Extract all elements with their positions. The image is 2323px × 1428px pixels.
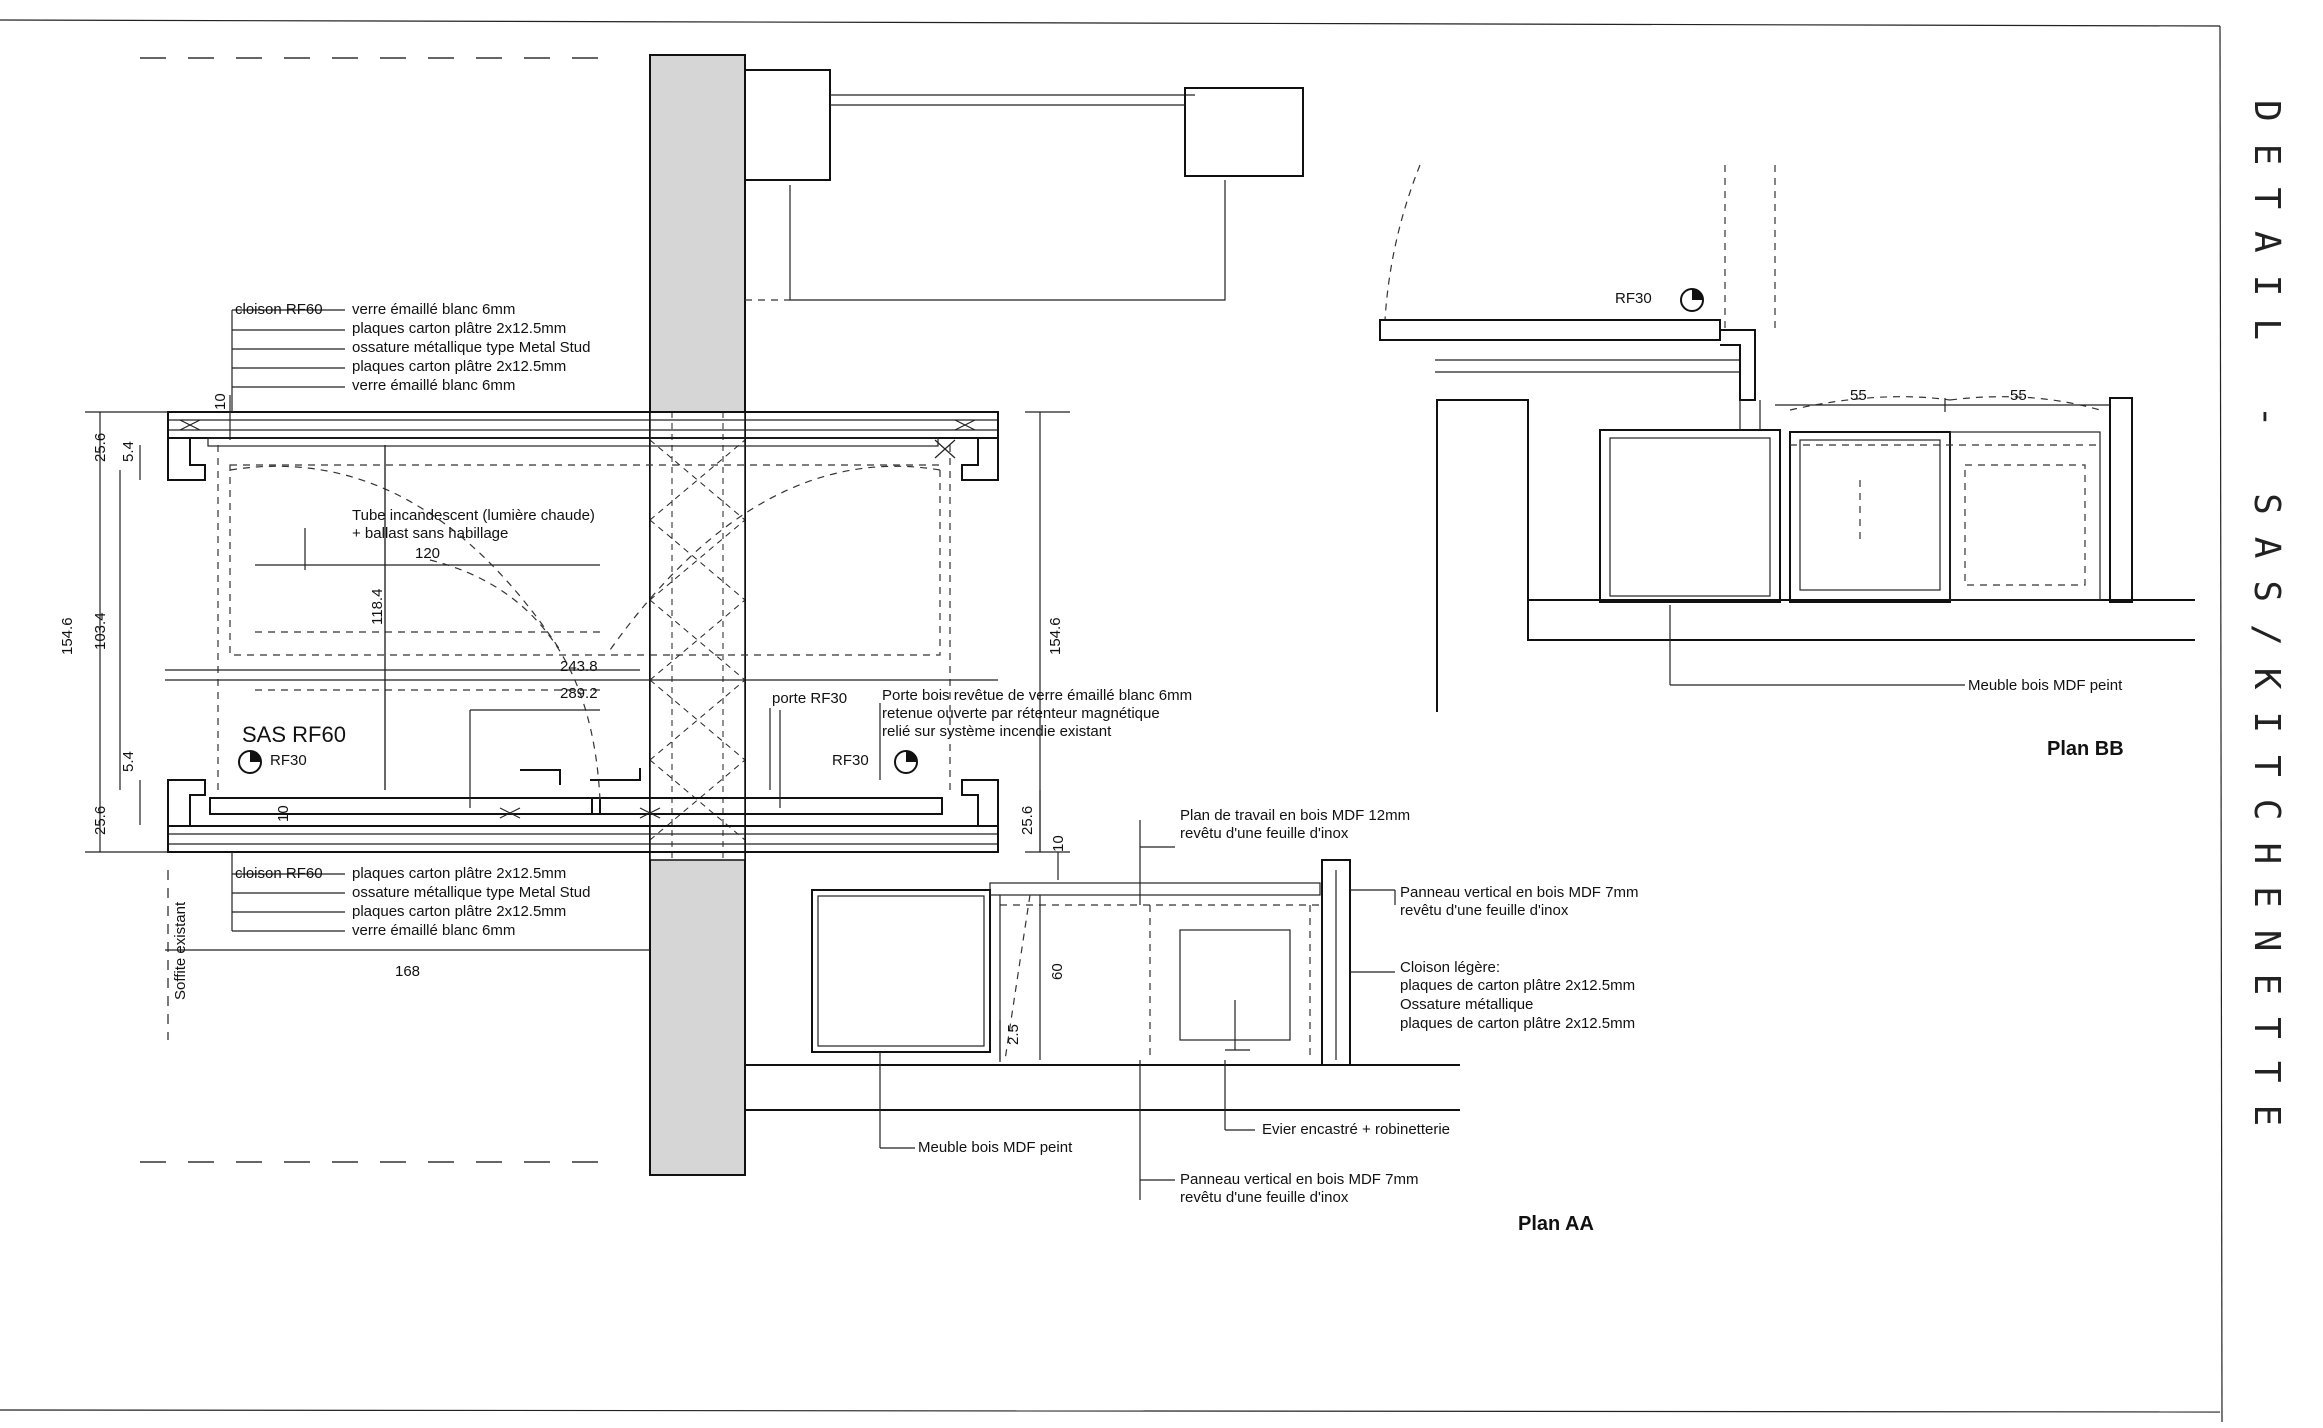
- dim-25-6-bottom: 25.6: [92, 806, 109, 835]
- rf30-symbol-left: RF30: [238, 750, 307, 774]
- top-wall-layer-1: verre émaillé blanc 6mm: [352, 301, 515, 318]
- panneau-bottom-2: revêtu d'une feuille d'inox: [1180, 1189, 1349, 1206]
- dim-10-right: 10: [1050, 835, 1067, 852]
- rf30-right-label: RF30: [832, 752, 869, 769]
- rf30-bb-label: RF30: [1615, 290, 1652, 307]
- panneau-top-1: Panneau vertical en bois MDF 7mm: [1400, 884, 1638, 901]
- bottom-wall-leaders: [231, 852, 345, 932]
- tube-note-2: + ballast sans habillage: [352, 525, 508, 542]
- bottom-wall-layer-4: verre émaillé blanc 6mm: [352, 922, 515, 939]
- dim-55-right: 55: [2010, 387, 2027, 404]
- meuble-aa-label: Meuble bois MDF peint: [918, 1139, 1073, 1156]
- evier-label: Evier encastré + robinetterie: [1262, 1121, 1450, 1138]
- top-wall-label: cloison RF60: [235, 301, 323, 318]
- plan-bb: RF30 55 55 Meuble bois MDF peint Plan BB: [1379, 164, 2195, 760]
- rf30-left-label: RF30: [270, 752, 307, 769]
- dim-5-4-top: 5.4: [120, 441, 137, 462]
- top-wall-layer-2: plaques carton plâtre 2x12.5mm: [352, 320, 566, 337]
- dim-55-left: 55: [1850, 387, 1867, 404]
- sheet-border: [0, 19, 2223, 1423]
- dim-5-4-bottom: 5.4: [120, 751, 137, 772]
- dim-168: 168: [395, 963, 420, 980]
- dim-10-top: 10: [212, 393, 229, 410]
- dim-2-5: 2.5: [1005, 1024, 1022, 1045]
- top-wall-leaders: [231, 309, 345, 412]
- dim-60: 60: [1049, 963, 1066, 980]
- sheet-title-text: DETAIL - SAS/KITCHENETTE: [2246, 100, 2287, 1148]
- sas-bottom-wall: [167, 768, 999, 853]
- plan-travail-1: Plan de travail en bois MDF 12mm: [1180, 807, 1410, 824]
- tube-note-1: Tube incandescent (lumière chaude): [352, 507, 595, 524]
- bottom-wall-label: cloison RF60: [235, 865, 323, 882]
- porte-label: porte RF30: [772, 690, 847, 707]
- soffite-label: Soffite existant: [172, 901, 189, 1000]
- dim-289-2: 289.2: [560, 685, 598, 702]
- wall-hatching: [649, 412, 746, 860]
- sas-top-wall: [167, 411, 999, 481]
- porte-note-2: retenue ouverte par rétenteur magnétique: [882, 705, 1160, 722]
- sheet-title: DETAIL - SAS/KITCHENETTE: [2246, 100, 2287, 1148]
- dim-120: 120: [415, 545, 440, 562]
- plan-travail-2: revêtu d'une feuille d'inox: [1180, 825, 1349, 842]
- sas-room-label: SAS RF60: [242, 722, 346, 747]
- panneau-bottom-1: Panneau vertical en bois MDF 7mm: [1180, 1171, 1418, 1188]
- top-wall-layer-3: ossature métallique type Metal Stud: [352, 339, 590, 356]
- dim-25-6-top: 25.6: [92, 433, 109, 462]
- cloison-legere-1: Cloison légère:: [1400, 959, 1500, 976]
- plan-aa-title: Plan AA: [1518, 1213, 1594, 1235]
- dim-243-8: 243.8: [560, 658, 598, 675]
- cloison-legere-3: Ossature métallique: [1400, 996, 1533, 1013]
- porte-note-3: relié sur système incendie existant: [882, 723, 1112, 740]
- dim-103-4: 103.4: [92, 612, 109, 650]
- dim-154-6-left: 154.6: [59, 617, 76, 655]
- kitchen-section: [745, 820, 1460, 1200]
- rf30-symbol-right: RF30: [832, 750, 918, 774]
- plan-aa: cloison RF60 verre émaillé blanc 6mm pla…: [59, 54, 1638, 1235]
- dim-25-6-right: 25.6: [1019, 806, 1036, 835]
- top-wall-layer-4: plaques carton plâtre 2x12.5mm: [352, 358, 566, 375]
- dim-118-4: 118.4: [369, 589, 386, 625]
- meuble-bb-label: Meuble bois MDF peint: [1968, 677, 2123, 694]
- top-wall-layer-5: verre émaillé blanc 6mm: [352, 377, 515, 394]
- dim-10-bottom: 10: [275, 805, 292, 822]
- dimension-lines: [85, 395, 1070, 1040]
- porte-note-1: Porte bois revêtue de verre émaillé blan…: [882, 687, 1192, 704]
- panneau-top-2: revêtu d'une feuille d'inox: [1400, 902, 1569, 919]
- dim-154-6-right: 154.6: [1047, 617, 1064, 655]
- bottom-wall-layer-1: plaques carton plâtre 2x12.5mm: [352, 865, 566, 882]
- cloison-legere-4: plaques de carton plâtre 2x12.5mm: [1400, 1015, 1635, 1032]
- bottom-wall-layer-3: plaques carton plâtre 2x12.5mm: [352, 903, 566, 920]
- bottom-wall-layer-2: ossature métallique type Metal Stud: [352, 884, 590, 901]
- cloison-legere-2: plaques de carton plâtre 2x12.5mm: [1400, 977, 1635, 994]
- plan-bb-title: Plan BB: [2047, 738, 2124, 760]
